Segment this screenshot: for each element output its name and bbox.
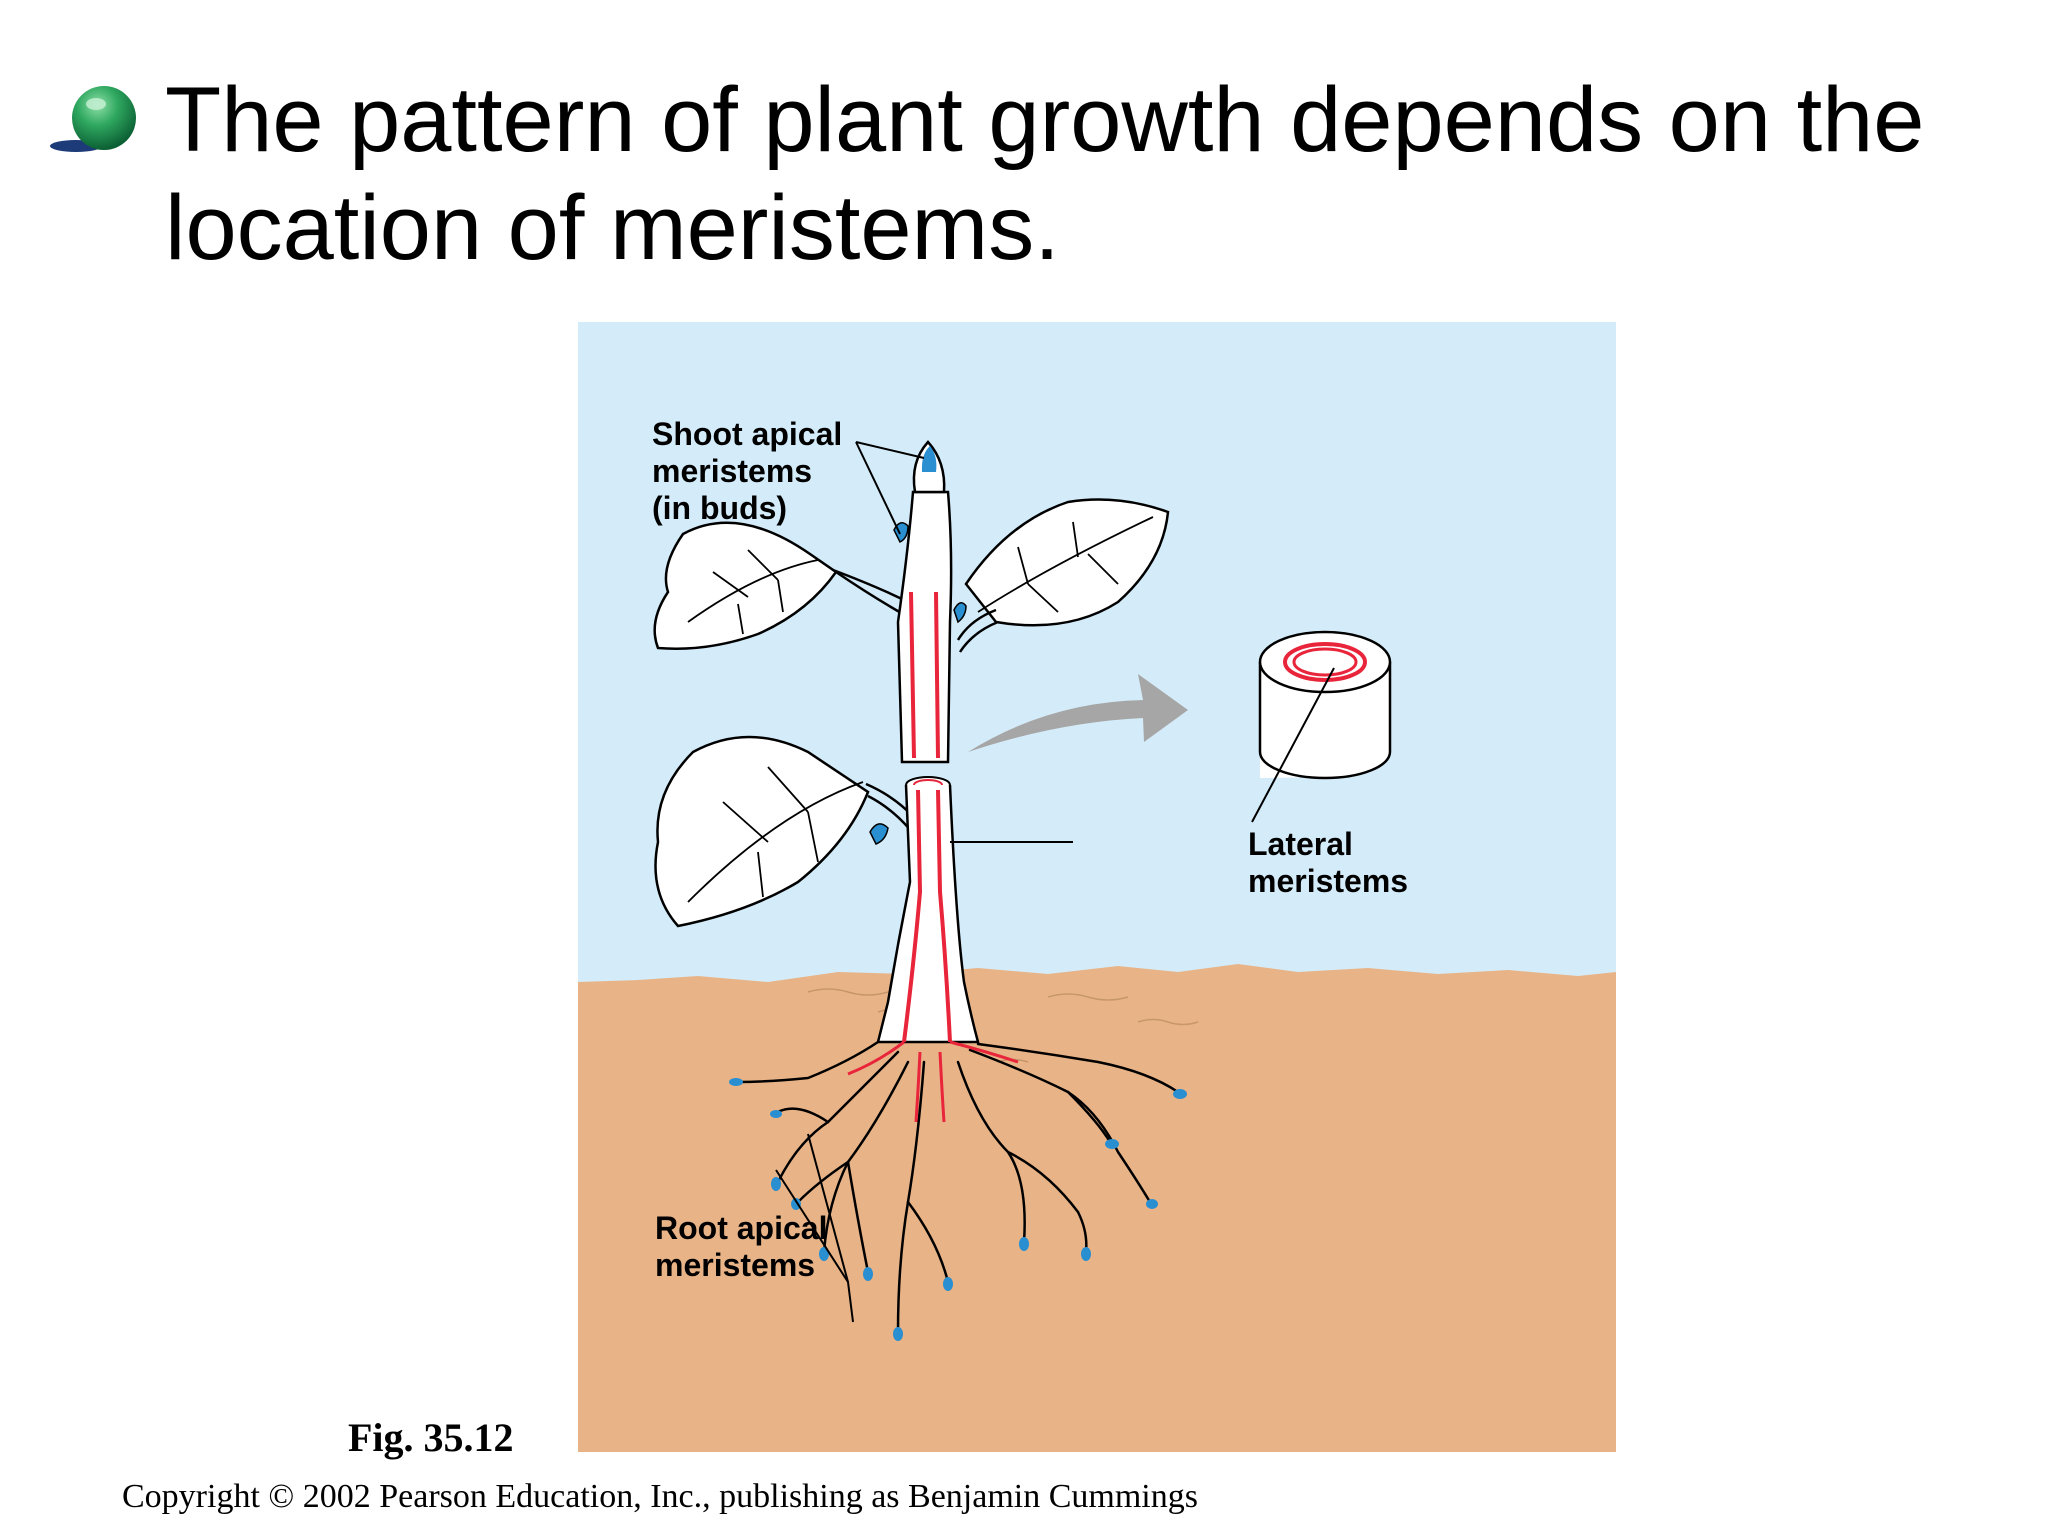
root-tip — [1019, 1237, 1029, 1251]
root-tip — [1146, 1199, 1158, 1209]
shoot-apical-meristem-terminal — [921, 446, 937, 472]
root-tip — [770, 1110, 782, 1118]
soil-background — [578, 964, 1616, 1452]
root-tip — [943, 1277, 953, 1291]
label-lateral-line2: meristems — [1248, 863, 1408, 899]
root-system — [736, 1040, 1180, 1334]
shoot-apical-meristem-axillary-right — [953, 602, 967, 624]
shoot-apical-meristem-axillary-lower — [869, 823, 889, 845]
root-tip — [819, 1247, 829, 1261]
lower-left-leaf — [654, 735, 870, 928]
label-shoot-line2: meristems — [652, 453, 812, 489]
root-tip — [771, 1177, 781, 1191]
copyright-notice: Copyright © 2002 Pearson Education, Inc.… — [122, 1478, 1198, 1515]
label-shoot-line1: Shoot apical — [652, 416, 842, 452]
label-shoot-line3: (in buds) — [652, 490, 787, 526]
root-tip — [863, 1267, 873, 1281]
root-tip — [1081, 1247, 1091, 1261]
cross-section-arrow — [968, 674, 1188, 752]
root-tip — [1173, 1089, 1187, 1099]
root-tip — [893, 1327, 903, 1341]
stem-cross-section — [1258, 630, 1392, 780]
root-tip — [729, 1078, 743, 1086]
root-apical-meristems — [729, 1078, 1187, 1341]
lower-stem — [876, 784, 980, 1044]
slide-title: The pattern of plant growth depends on t… — [165, 69, 1925, 279]
root-tip — [791, 1198, 801, 1210]
label-root-line2: meristems — [655, 1247, 815, 1283]
plant-meristem-diagram: Shoot apical meristems (in buds) Lateral… — [578, 322, 1616, 1452]
upper-right-leaf — [964, 498, 1170, 627]
label-root-line1: Root apical — [655, 1210, 827, 1246]
figure-label: Fig. 35.12 — [348, 1415, 514, 1460]
label-lateral-line1: Lateral — [1248, 826, 1353, 862]
root-tip — [1105, 1139, 1119, 1149]
green-sphere-bullet-icon — [50, 86, 136, 152]
